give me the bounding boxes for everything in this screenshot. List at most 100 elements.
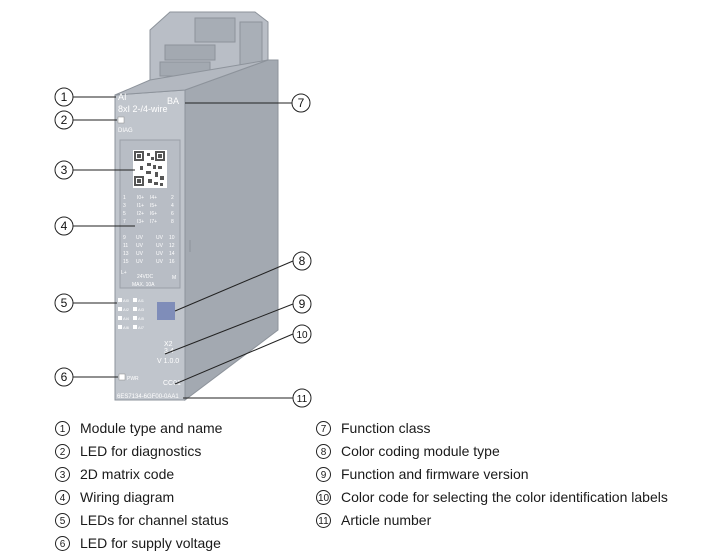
callout-number: 9 bbox=[299, 297, 306, 311]
callout-number: 8 bbox=[299, 254, 306, 268]
legend-item: 11 Article number bbox=[316, 512, 431, 528]
legend-text: Article number bbox=[341, 512, 432, 528]
uv-label: UV bbox=[156, 235, 164, 241]
callout-number: 7 bbox=[298, 96, 305, 110]
uv-label: UV bbox=[136, 235, 144, 241]
channel-led bbox=[133, 325, 137, 329]
legend-text: Wiring diagram bbox=[80, 489, 175, 505]
terminal-number: 3 bbox=[123, 203, 126, 209]
fw-version-label: V 1.0.0 bbox=[157, 358, 179, 365]
callout-number: 10 bbox=[296, 330, 308, 341]
wire-label: I1+ bbox=[137, 203, 144, 209]
supply-l-label: L+ bbox=[121, 270, 127, 276]
terminal-number: 8 bbox=[171, 219, 174, 225]
uv-label: UV bbox=[156, 251, 164, 257]
legend-text: Color code for selecting the color ident… bbox=[341, 489, 668, 505]
pwr-label: PWR bbox=[127, 376, 139, 382]
terminal-number: 6 bbox=[171, 211, 174, 217]
module-diagram: AI 8xI 2-/4-wire BA DIAG 1357I0+I1+I2+I3… bbox=[54, 11, 312, 408]
terminal-number: 15 bbox=[123, 259, 129, 265]
channel-led-label: AI3 bbox=[138, 307, 145, 312]
terminal-number: 11 bbox=[123, 243, 128, 249]
legend-item: 1 Module type and name bbox=[55, 420, 222, 436]
legend-item: 9 Function and firmware version bbox=[316, 466, 529, 482]
callout-leaders bbox=[73, 96, 294, 399]
terminal-number: 12 bbox=[169, 243, 175, 249]
legend: 1 Module type and name 2 LED for diagnostic… bbox=[0, 410, 709, 560]
callout-number: 5 bbox=[61, 296, 68, 310]
terminal-number: 4 bbox=[171, 203, 174, 209]
channel-led bbox=[133, 307, 137, 311]
callout-circle bbox=[54, 110, 74, 130]
legend-text: LED for supply voltage bbox=[80, 535, 221, 551]
legend-text: 2D matrix code bbox=[80, 466, 175, 482]
channel-led bbox=[133, 316, 137, 320]
wire-label: I5+ bbox=[150, 203, 157, 209]
channel-led-label: AI7 bbox=[138, 325, 145, 330]
wiring-diagram: 1357I0+I1+I2+I3+I4+I5+I6+I7+24689111315U… bbox=[121, 195, 176, 288]
legend-number: 5 bbox=[55, 512, 70, 528]
legend-item: 5 LEDs for channel status bbox=[55, 512, 229, 528]
callout-number: 1 bbox=[61, 90, 68, 104]
module-top-connector bbox=[149, 11, 269, 81]
uv-label: UV bbox=[156, 243, 164, 249]
module-type-label: AI bbox=[118, 92, 127, 102]
diag-label: DIAG bbox=[118, 128, 133, 134]
channel-led-label: AI0 bbox=[123, 298, 130, 303]
color-code-label: CC01 bbox=[163, 380, 181, 387]
wire-label: I2+ bbox=[137, 211, 144, 217]
terminal-number: 10 bbox=[169, 235, 175, 241]
pwr-led bbox=[118, 373, 126, 381]
legend-item: 4 Wiring diagram bbox=[55, 489, 174, 505]
terminal-number: 1 bbox=[123, 195, 126, 201]
legend-number: 9 bbox=[316, 466, 331, 482]
terminal-number: 5 bbox=[123, 211, 126, 217]
legend-text: LEDs for channel status bbox=[80, 512, 229, 528]
callout-circle bbox=[54, 216, 74, 236]
callout-circle bbox=[291, 93, 311, 113]
terminal-number: 16 bbox=[169, 259, 175, 265]
supply-m-label: M bbox=[172, 275, 176, 281]
legend-number: 1 bbox=[55, 420, 70, 436]
terminal-number: 2 bbox=[171, 195, 174, 201]
callout-number: 4 bbox=[61, 219, 68, 233]
legend-text: Module type and name bbox=[80, 420, 223, 436]
channel-led-label: AI4 bbox=[123, 316, 130, 321]
channel-led-label: AI6 bbox=[123, 325, 130, 330]
legend-item: 2 LED for diagnostics bbox=[55, 443, 201, 459]
terminal-number: 13 bbox=[123, 251, 129, 257]
terminal-number: 7 bbox=[123, 219, 126, 225]
channel-led bbox=[118, 307, 122, 311]
channel-led-label: AI1 bbox=[138, 298, 145, 303]
channel-led bbox=[118, 325, 122, 329]
legend-number: 4 bbox=[55, 489, 70, 505]
callout-circle bbox=[292, 294, 312, 314]
channel-led-label: AI2 bbox=[123, 307, 130, 312]
callout-number: 3 bbox=[61, 163, 68, 177]
channel-led bbox=[118, 298, 122, 302]
wire-label: I0+ bbox=[137, 195, 144, 201]
callout-circle bbox=[54, 293, 74, 313]
legend-number: 8 bbox=[316, 443, 331, 459]
uv-label: UV bbox=[136, 251, 144, 257]
qr-code bbox=[133, 150, 167, 188]
callout-circle bbox=[54, 160, 74, 180]
terminal-number: 14 bbox=[169, 251, 175, 257]
legend-number: 10 bbox=[316, 489, 331, 505]
callout-circle bbox=[54, 367, 74, 387]
legend-text: Function and firmware version bbox=[341, 466, 529, 482]
color-coding-square bbox=[157, 302, 175, 320]
wire-label: I7+ bbox=[150, 219, 157, 225]
legend-number: 11 bbox=[316, 512, 331, 528]
uv-label: UV bbox=[136, 243, 144, 249]
legend-text: LED for diagnostics bbox=[80, 443, 202, 459]
channel-led bbox=[133, 298, 137, 302]
function-class-label: BA bbox=[167, 96, 179, 106]
callout-number: 6 bbox=[61, 370, 68, 384]
legend-number: 2 bbox=[55, 443, 70, 459]
